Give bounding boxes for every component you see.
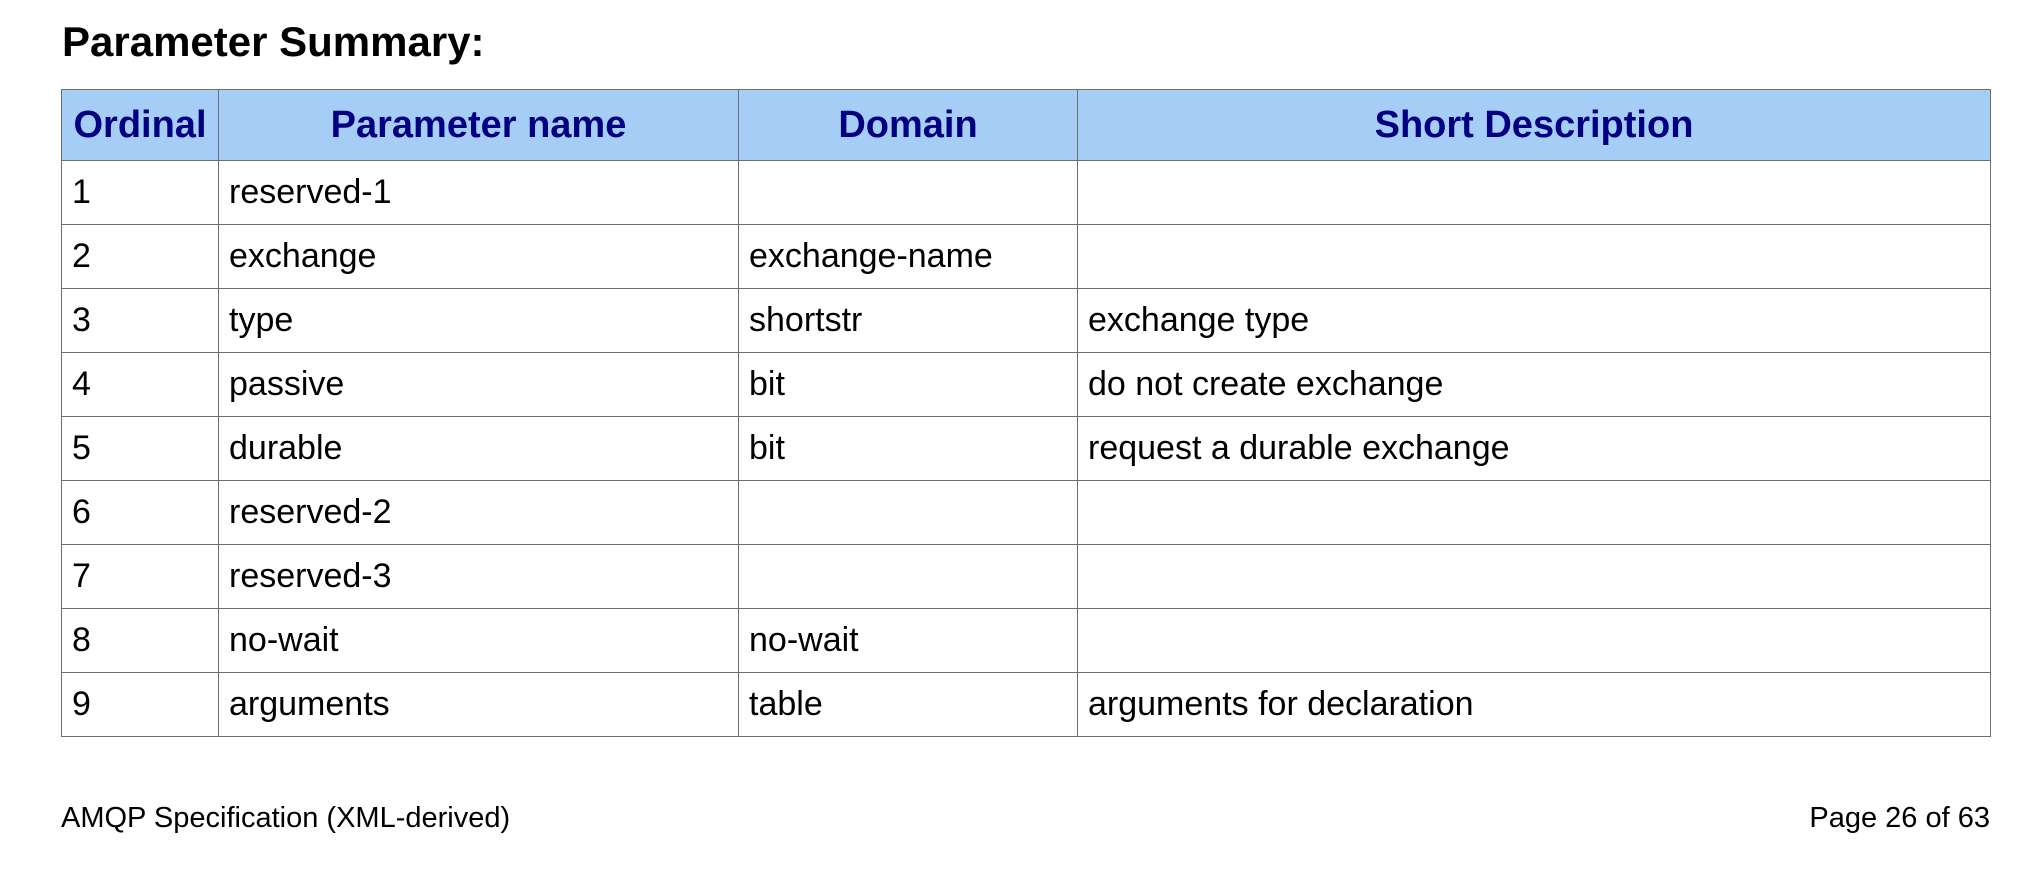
- cell-parameter-name: reserved-1: [218, 160, 739, 225]
- table-row: 4 passive bit do not create exchange: [61, 352, 1991, 417]
- column-header-ordinal: Ordinal: [61, 89, 219, 161]
- cell-ordinal: 5: [61, 416, 219, 481]
- column-header-domain: Domain: [738, 89, 1078, 161]
- cell-short-description: [1077, 224, 1991, 289]
- cell-ordinal: 1: [61, 160, 219, 225]
- cell-ordinal: 8: [61, 608, 219, 673]
- cell-short-description: exchange type: [1077, 288, 1991, 353]
- cell-domain: [738, 160, 1078, 225]
- table-row: 6 reserved-2: [61, 480, 1991, 545]
- table-row: 1 reserved-1: [61, 160, 1991, 225]
- page-heading: Parameter Summary:: [62, 18, 485, 65]
- cell-ordinal: 3: [61, 288, 219, 353]
- cell-short-description: [1077, 544, 1991, 609]
- cell-parameter-name: no-wait: [218, 608, 739, 673]
- cell-domain: exchange-name: [738, 224, 1078, 289]
- cell-short-description: request a durable exchange: [1077, 416, 1991, 481]
- cell-domain: [738, 480, 1078, 545]
- parameter-summary-table: Ordinal Parameter name Domain Short Desc…: [61, 89, 1991, 737]
- cell-parameter-name: durable: [218, 416, 739, 481]
- footer-page-number: Page 26 of 63: [1809, 802, 1990, 834]
- table-row: 9 arguments table arguments for declarat…: [61, 672, 1991, 737]
- table-row: 2 exchange exchange-name: [61, 224, 1991, 289]
- cell-domain: bit: [738, 352, 1078, 417]
- cell-short-description: [1077, 160, 1991, 225]
- table-header-row: Ordinal Parameter name Domain Short Desc…: [61, 89, 1991, 161]
- cell-parameter-name: passive: [218, 352, 739, 417]
- cell-ordinal: 2: [61, 224, 219, 289]
- cell-short-description: [1077, 480, 1991, 545]
- cell-domain: bit: [738, 416, 1078, 481]
- cell-domain: [738, 544, 1078, 609]
- cell-short-description: arguments for declaration: [1077, 672, 1991, 737]
- cell-ordinal: 9: [61, 672, 219, 737]
- cell-parameter-name: exchange: [218, 224, 739, 289]
- table-row: 5 durable bit request a durable exchange: [61, 416, 1991, 481]
- column-header-short-description: Short Description: [1077, 89, 1991, 161]
- table-row: 8 no-wait no-wait: [61, 608, 1991, 673]
- table-row: 3 type shortstr exchange type: [61, 288, 1991, 353]
- cell-parameter-name: arguments: [218, 672, 739, 737]
- cell-ordinal: 6: [61, 480, 219, 545]
- footer-document-title: AMQP Specification (XML-derived): [61, 802, 511, 834]
- cell-ordinal: 7: [61, 544, 219, 609]
- cell-domain: table: [738, 672, 1078, 737]
- column-header-parameter-name: Parameter name: [218, 89, 739, 161]
- cell-ordinal: 4: [61, 352, 219, 417]
- cell-short-description: [1077, 608, 1991, 673]
- cell-parameter-name: type: [218, 288, 739, 353]
- table-row: 7 reserved-3: [61, 544, 1991, 609]
- cell-domain: no-wait: [738, 608, 1078, 673]
- cell-parameter-name: reserved-3: [218, 544, 739, 609]
- cell-short-description: do not create exchange: [1077, 352, 1991, 417]
- cell-domain: shortstr: [738, 288, 1078, 353]
- table-body: 1 reserved-1 2 exchange exchange-name 3 …: [61, 160, 1991, 737]
- cell-parameter-name: reserved-2: [218, 480, 739, 545]
